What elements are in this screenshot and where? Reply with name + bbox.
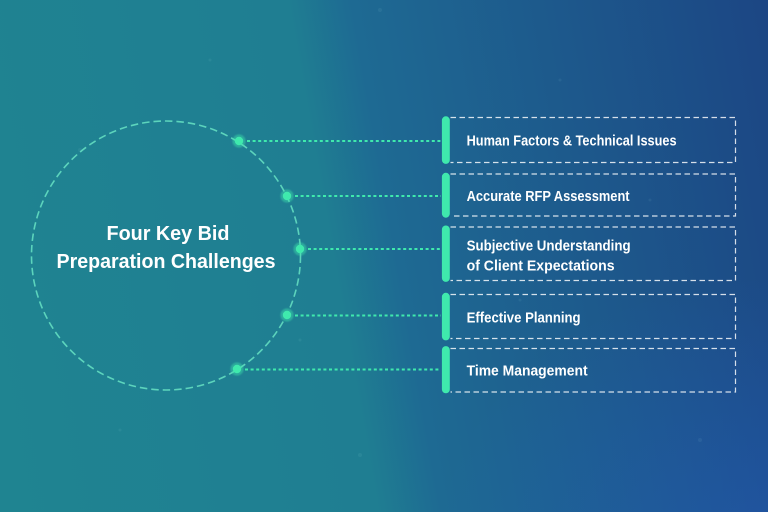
svg-text:Preparation Challenges: Preparation Challenges xyxy=(57,251,276,273)
svg-text:Subjective Understanding: Subjective Understanding xyxy=(467,237,631,254)
svg-text:Time Management: Time Management xyxy=(467,363,588,380)
svg-text:of Client Expectations: of Client Expectations xyxy=(467,258,615,275)
svg-text:Human Factors & Technical Issu: Human Factors & Technical Issues xyxy=(467,133,677,150)
svg-text:Accurate RFP Assessment: Accurate RFP Assessment xyxy=(467,188,630,205)
svg-text:Four Key Bid: Four Key Bid xyxy=(107,223,230,245)
svg-text:Effective Planning: Effective Planning xyxy=(467,310,581,327)
